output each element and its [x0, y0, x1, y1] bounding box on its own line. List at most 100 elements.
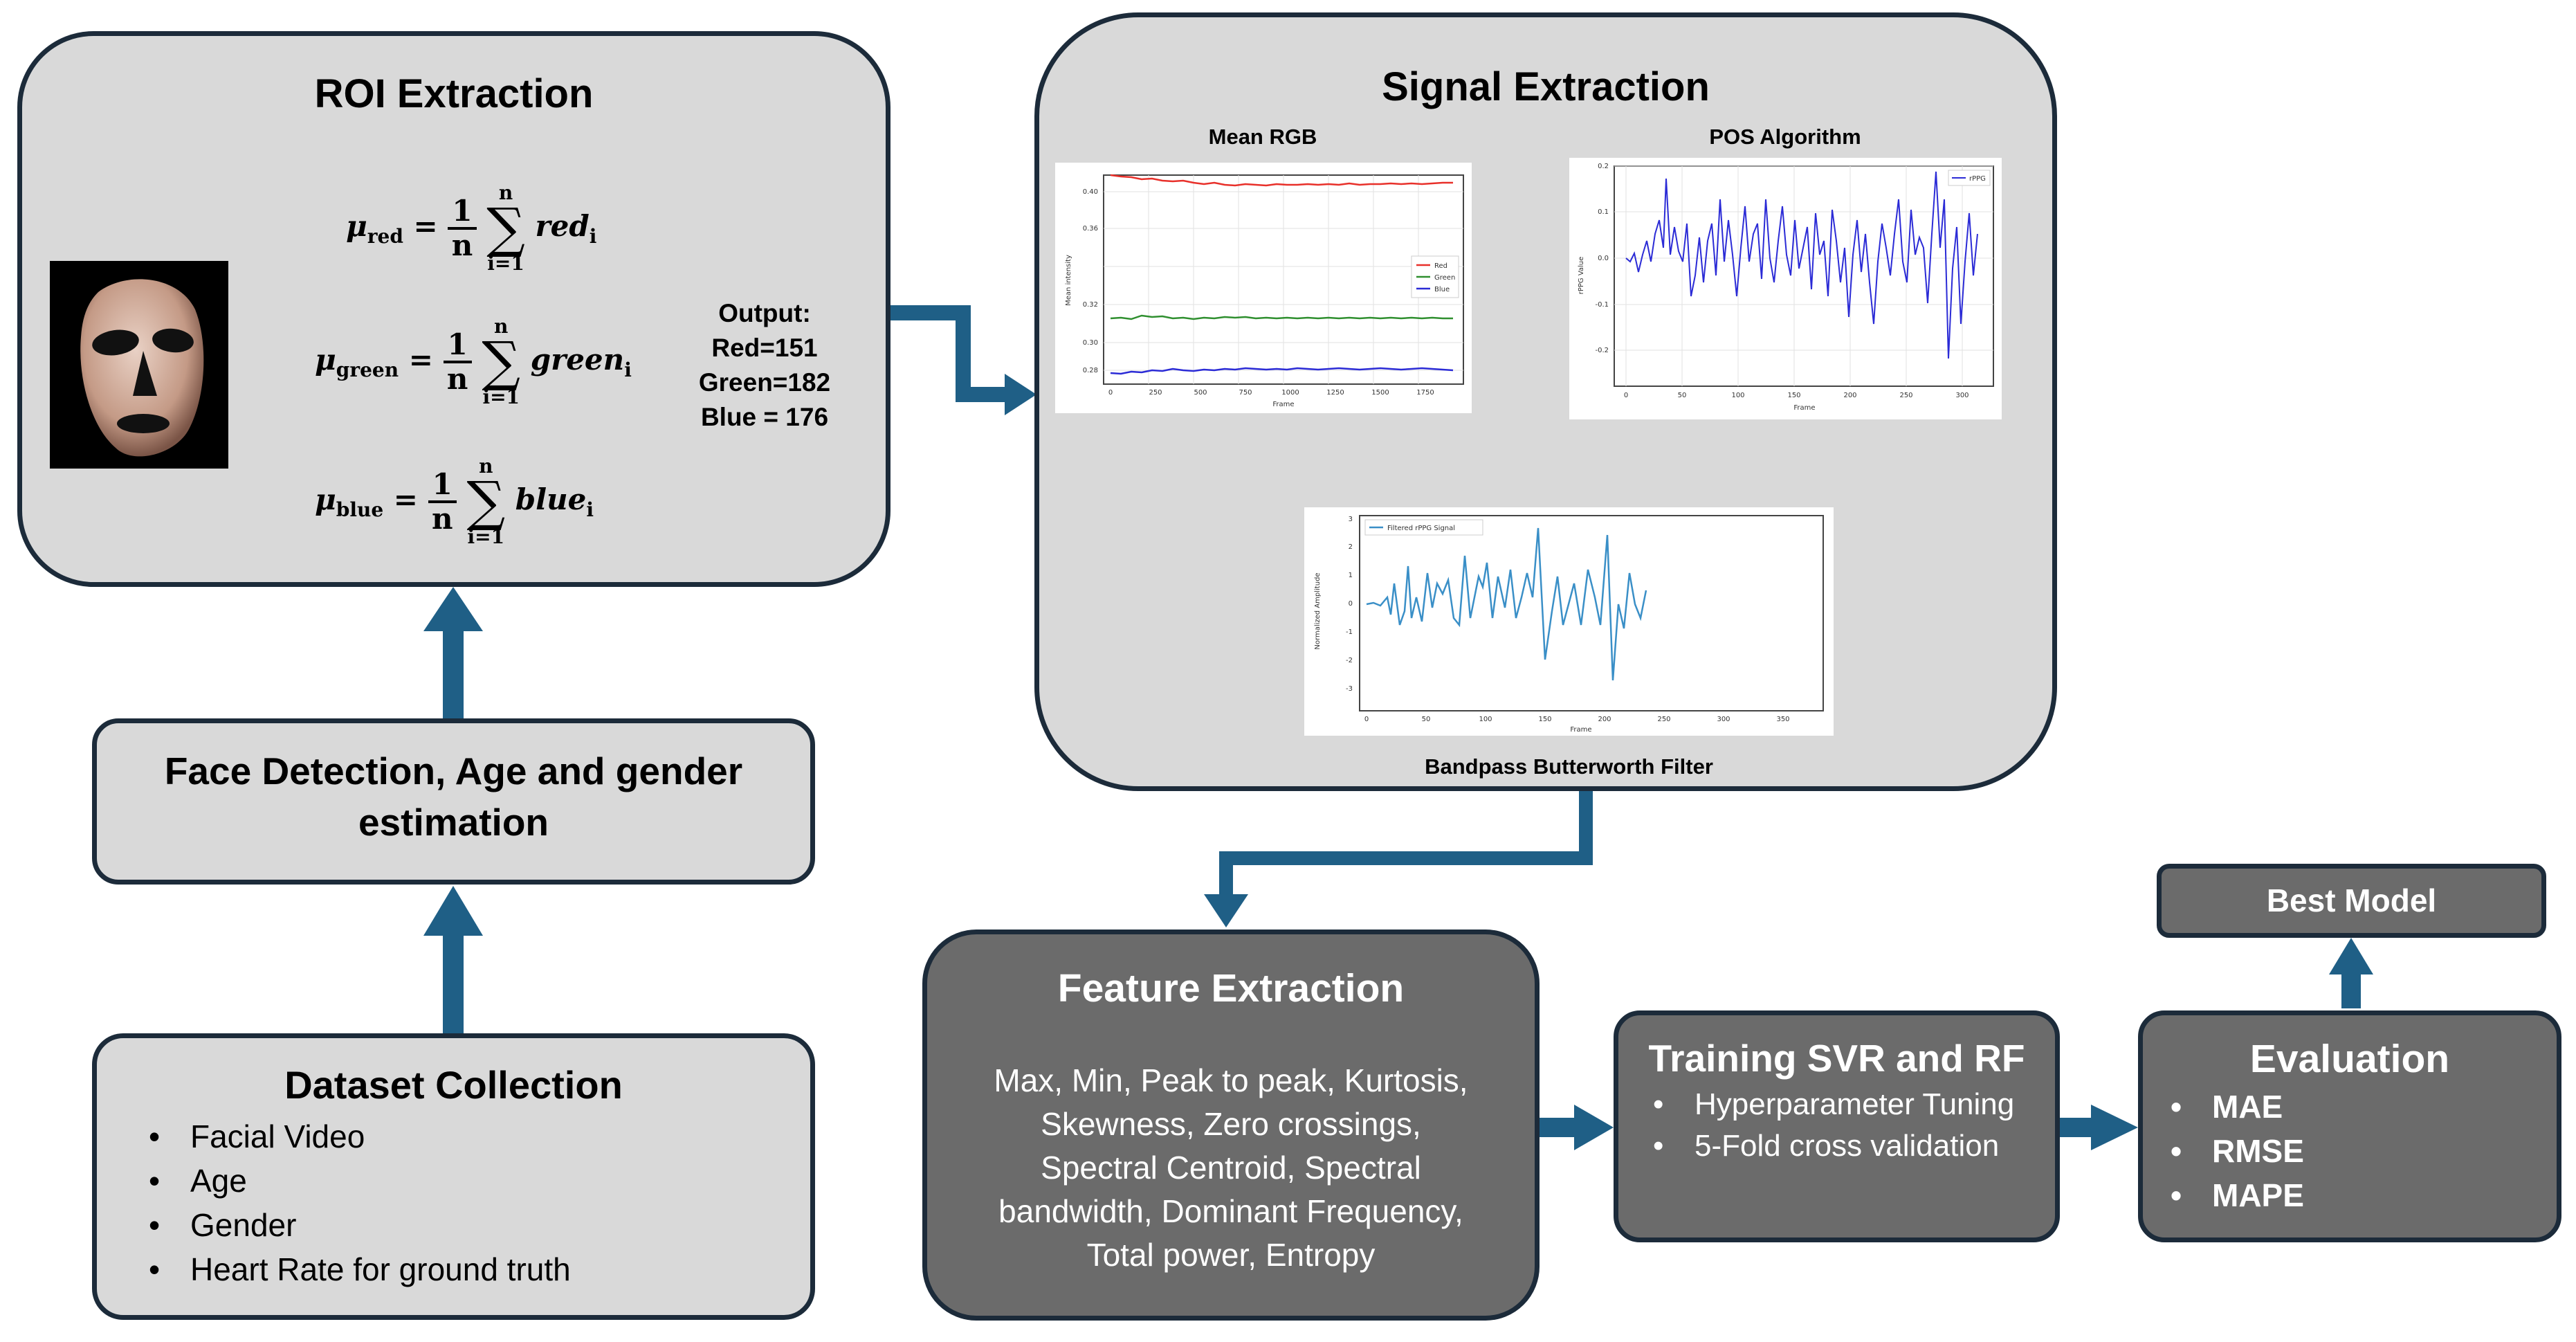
ytick: 0.2: [1598, 163, 1609, 170]
legend-label: rPPG: [1969, 175, 1986, 183]
feature-line: Total power, Entropy: [1086, 1237, 1376, 1273]
training-list: Hyperparameter Tuning 5-Fold cross valid…: [1625, 1085, 2040, 1166]
summation: n∑i=1: [486, 183, 525, 273]
list-item: Gender: [121, 1203, 571, 1247]
plot-frame: [1359, 515, 1824, 711]
xtick: 250: [1149, 389, 1162, 397]
training-box: Training SVR and RF Hyperparameter Tunin…: [1614, 1010, 2060, 1242]
list-item: Facial Video: [121, 1114, 571, 1159]
face-detection-box: Face Detection, Age and gender estimatio…: [92, 718, 815, 885]
numerator: 1: [443, 328, 472, 364]
ytick: 2: [1349, 543, 1353, 551]
arrow-signal-to-feature-v2: [1219, 851, 1233, 896]
x-ticks: 0 50 100 150 200 250 300: [1624, 392, 1969, 399]
training-title: Training SVR and RF: [1648, 1037, 2025, 1080]
equals: =: [413, 209, 438, 244]
ytick: 3: [1349, 516, 1353, 523]
list-item: RMSE: [2143, 1129, 2304, 1173]
arrow-feature-to-training-shaft: [1536, 1118, 1578, 1137]
roi-title: ROI Extraction: [314, 71, 594, 116]
term: blue: [515, 482, 587, 517]
equals: =: [408, 343, 433, 377]
filter-chart: 3 2 1 0 -1 -2 -3 0 50 100 150 200 250 30…: [1314, 515, 1824, 734]
sub-blue: blue: [336, 498, 384, 522]
y-axis-label: Normalized Amplitude: [1314, 572, 1322, 649]
xtick: 50: [1422, 716, 1431, 723]
xtick: 1500: [1371, 389, 1389, 397]
ytick: 0.0: [1598, 255, 1609, 262]
term: red: [535, 209, 590, 244]
xtick: 200: [1598, 716, 1611, 723]
xtick: 0: [1108, 389, 1113, 397]
sum-lower: i=1: [487, 252, 524, 275]
x-axis-label: Frame: [1272, 401, 1294, 408]
list-item: MAE: [2143, 1085, 2304, 1129]
arrow-roi-to-signal-h1: [889, 305, 971, 320]
arrow-training-to-eval-shaft: [2058, 1118, 2094, 1137]
arrow-face-to-roi-head: [423, 587, 483, 631]
output-green: Green=182: [698, 368, 831, 397]
ytick: -3: [1346, 685, 1353, 693]
feature-line: bandwidth, Dominant Frequency,: [998, 1193, 1463, 1229]
series-green-line: [1110, 314, 1453, 320]
legend-label: Green: [1434, 274, 1455, 282]
legend-label: Blue: [1434, 286, 1450, 293]
sum-upper: n: [498, 181, 513, 204]
legend: rPPG: [1948, 170, 1991, 186]
ytick: 0.1: [1598, 208, 1609, 216]
xtick: 100: [1479, 716, 1492, 723]
xtick: 250: [1899, 392, 1912, 399]
series-red-line: [1110, 174, 1453, 187]
xtick: 300: [1717, 716, 1730, 723]
xtick: 150: [1787, 392, 1800, 399]
x-ticks: 0 250 500 750 1000 1250 1500 1750: [1108, 389, 1434, 397]
face-detection-title-line2: estimation: [358, 801, 549, 844]
output-blue: Blue = 176: [700, 403, 829, 431]
feature-line: Skewness, Zero crossings,: [1041, 1106, 1421, 1142]
x-axis-label: Frame: [1570, 726, 1591, 734]
numerator: 1: [428, 468, 457, 504]
arrow-signal-to-feature-head: [1204, 894, 1248, 927]
xtick: 1750: [1416, 389, 1434, 397]
ytick: 0.32: [1083, 301, 1098, 309]
sigma: ∑: [486, 197, 525, 260]
pos-plot: 0.2 0.1 0.0 -0.1 -0.2 0 50 100 150 200 2…: [1569, 158, 2002, 419]
ytick: 0.40: [1083, 188, 1098, 196]
mean-rgb-title: Mean RGB: [1208, 125, 1317, 149]
pos-chart: 0.2 0.1 0.0 -0.1 -0.2 0 50 100 150 200 2…: [1578, 163, 1994, 412]
feature-line: Spectral Centroid, Spectral: [1041, 1150, 1421, 1186]
arrow-feature-to-training-head: [1574, 1105, 1614, 1150]
feature-title: Feature Extraction: [1057, 966, 1405, 1010]
term-index: i: [624, 359, 632, 382]
denominator: n: [446, 362, 468, 397]
filter-plot: 3 2 1 0 -1 -2 -3 0 50 100 150 200 250 30…: [1304, 507, 1834, 736]
list-item: Age: [121, 1159, 571, 1203]
sum-upper: n: [494, 315, 509, 338]
face-detection-title-line1: Face Detection, Age and gender: [164, 750, 743, 792]
xtick: 100: [1731, 392, 1744, 399]
sub-red: red: [367, 225, 403, 248]
evaluation-box: Evaluation MAE RMSE MAPE: [2138, 1010, 2561, 1242]
evaluation-list: MAE RMSE MAPE: [2143, 1085, 2304, 1217]
evaluation-title: Evaluation: [2249, 1037, 2450, 1081]
mean-rgb-plot: 0.40 0.36 0.32 0.30 0.28 0 250 500 750 1…: [1055, 163, 1472, 413]
face-image: [50, 261, 228, 469]
plot-frame: [1614, 165, 1994, 387]
y-axis-label: Mean intensity: [1065, 255, 1072, 306]
ytick: 0.28: [1083, 367, 1098, 374]
legend: Filtered rPPG Signal: [1364, 519, 1483, 536]
sub-green: green: [336, 359, 399, 382]
sum-lower: i=1: [467, 525, 505, 549]
arrow-roi-to-signal-head: [1005, 374, 1036, 415]
xtick: 1000: [1281, 389, 1299, 397]
gridlines: [1104, 175, 1463, 384]
output-red: Red=151: [711, 334, 818, 362]
ytick: 0.36: [1083, 225, 1098, 233]
series-blue-line: [1110, 367, 1454, 375]
ytick: -0.1: [1595, 301, 1609, 309]
